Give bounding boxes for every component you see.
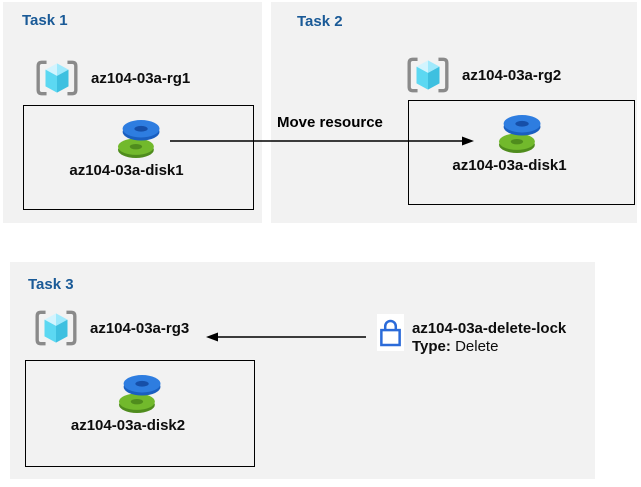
task1-resource-box: az104-03a-disk1 [23, 105, 254, 210]
delete-lock-label: az104-03a-delete-lock Type: Delete [412, 320, 566, 356]
task2-resource-group-label: az104-03a-rg2 [462, 66, 562, 84]
task3-resource-group-label: az104-03a-rg3 [90, 319, 190, 337]
task2-title: Task 2 [297, 13, 343, 30]
disk-icon [496, 113, 544, 155]
resource-group-icon [405, 56, 451, 94]
move-resource-label: Move resource [277, 114, 383, 131]
disk-icon [116, 373, 164, 415]
task1-resource-group-label: az104-03a-rg1 [91, 69, 191, 87]
task1-disk-label: az104-03a-disk1 [69, 162, 184, 179]
task2-disk-label: az104-03a-disk1 [452, 157, 567, 174]
task3-resource-box: az104-03a-disk2 [25, 360, 255, 467]
task1-title: Task 1 [22, 12, 68, 29]
task3-panel: Task 3 az104-03a-rg3 az104-03a-delet [10, 262, 595, 479]
delete-lock-type-label: Type: [412, 338, 451, 355]
delete-lock-type-value: Delete [455, 338, 499, 355]
task2-resource-box: az104-03a-disk1 [408, 100, 635, 205]
task3-disk-label: az104-03a-disk2 [70, 417, 186, 434]
lock-icon [377, 314, 404, 351]
resource-group-icon [34, 59, 80, 97]
resource-group-icon [33, 309, 79, 347]
task2-resource-group: az104-03a-rg2 [405, 56, 561, 94]
arrow-right-icon [170, 133, 474, 149]
task3-resource-group: az104-03a-rg3 [33, 309, 189, 347]
task1-resource-group: az104-03a-rg1 [34, 59, 190, 97]
task1-panel: Task 1 az104-03a-rg1 az10 [3, 2, 262, 223]
task2-panel: Task 2 az104-03a-rg2 az10 [271, 2, 637, 223]
task3-title: Task 3 [28, 276, 74, 293]
arrow-left-icon [206, 329, 366, 345]
delete-lock-type: Type: Delete [412, 338, 566, 356]
delete-lock-name: az104-03a-delete-lock [412, 320, 567, 337]
disk-icon [115, 118, 163, 160]
